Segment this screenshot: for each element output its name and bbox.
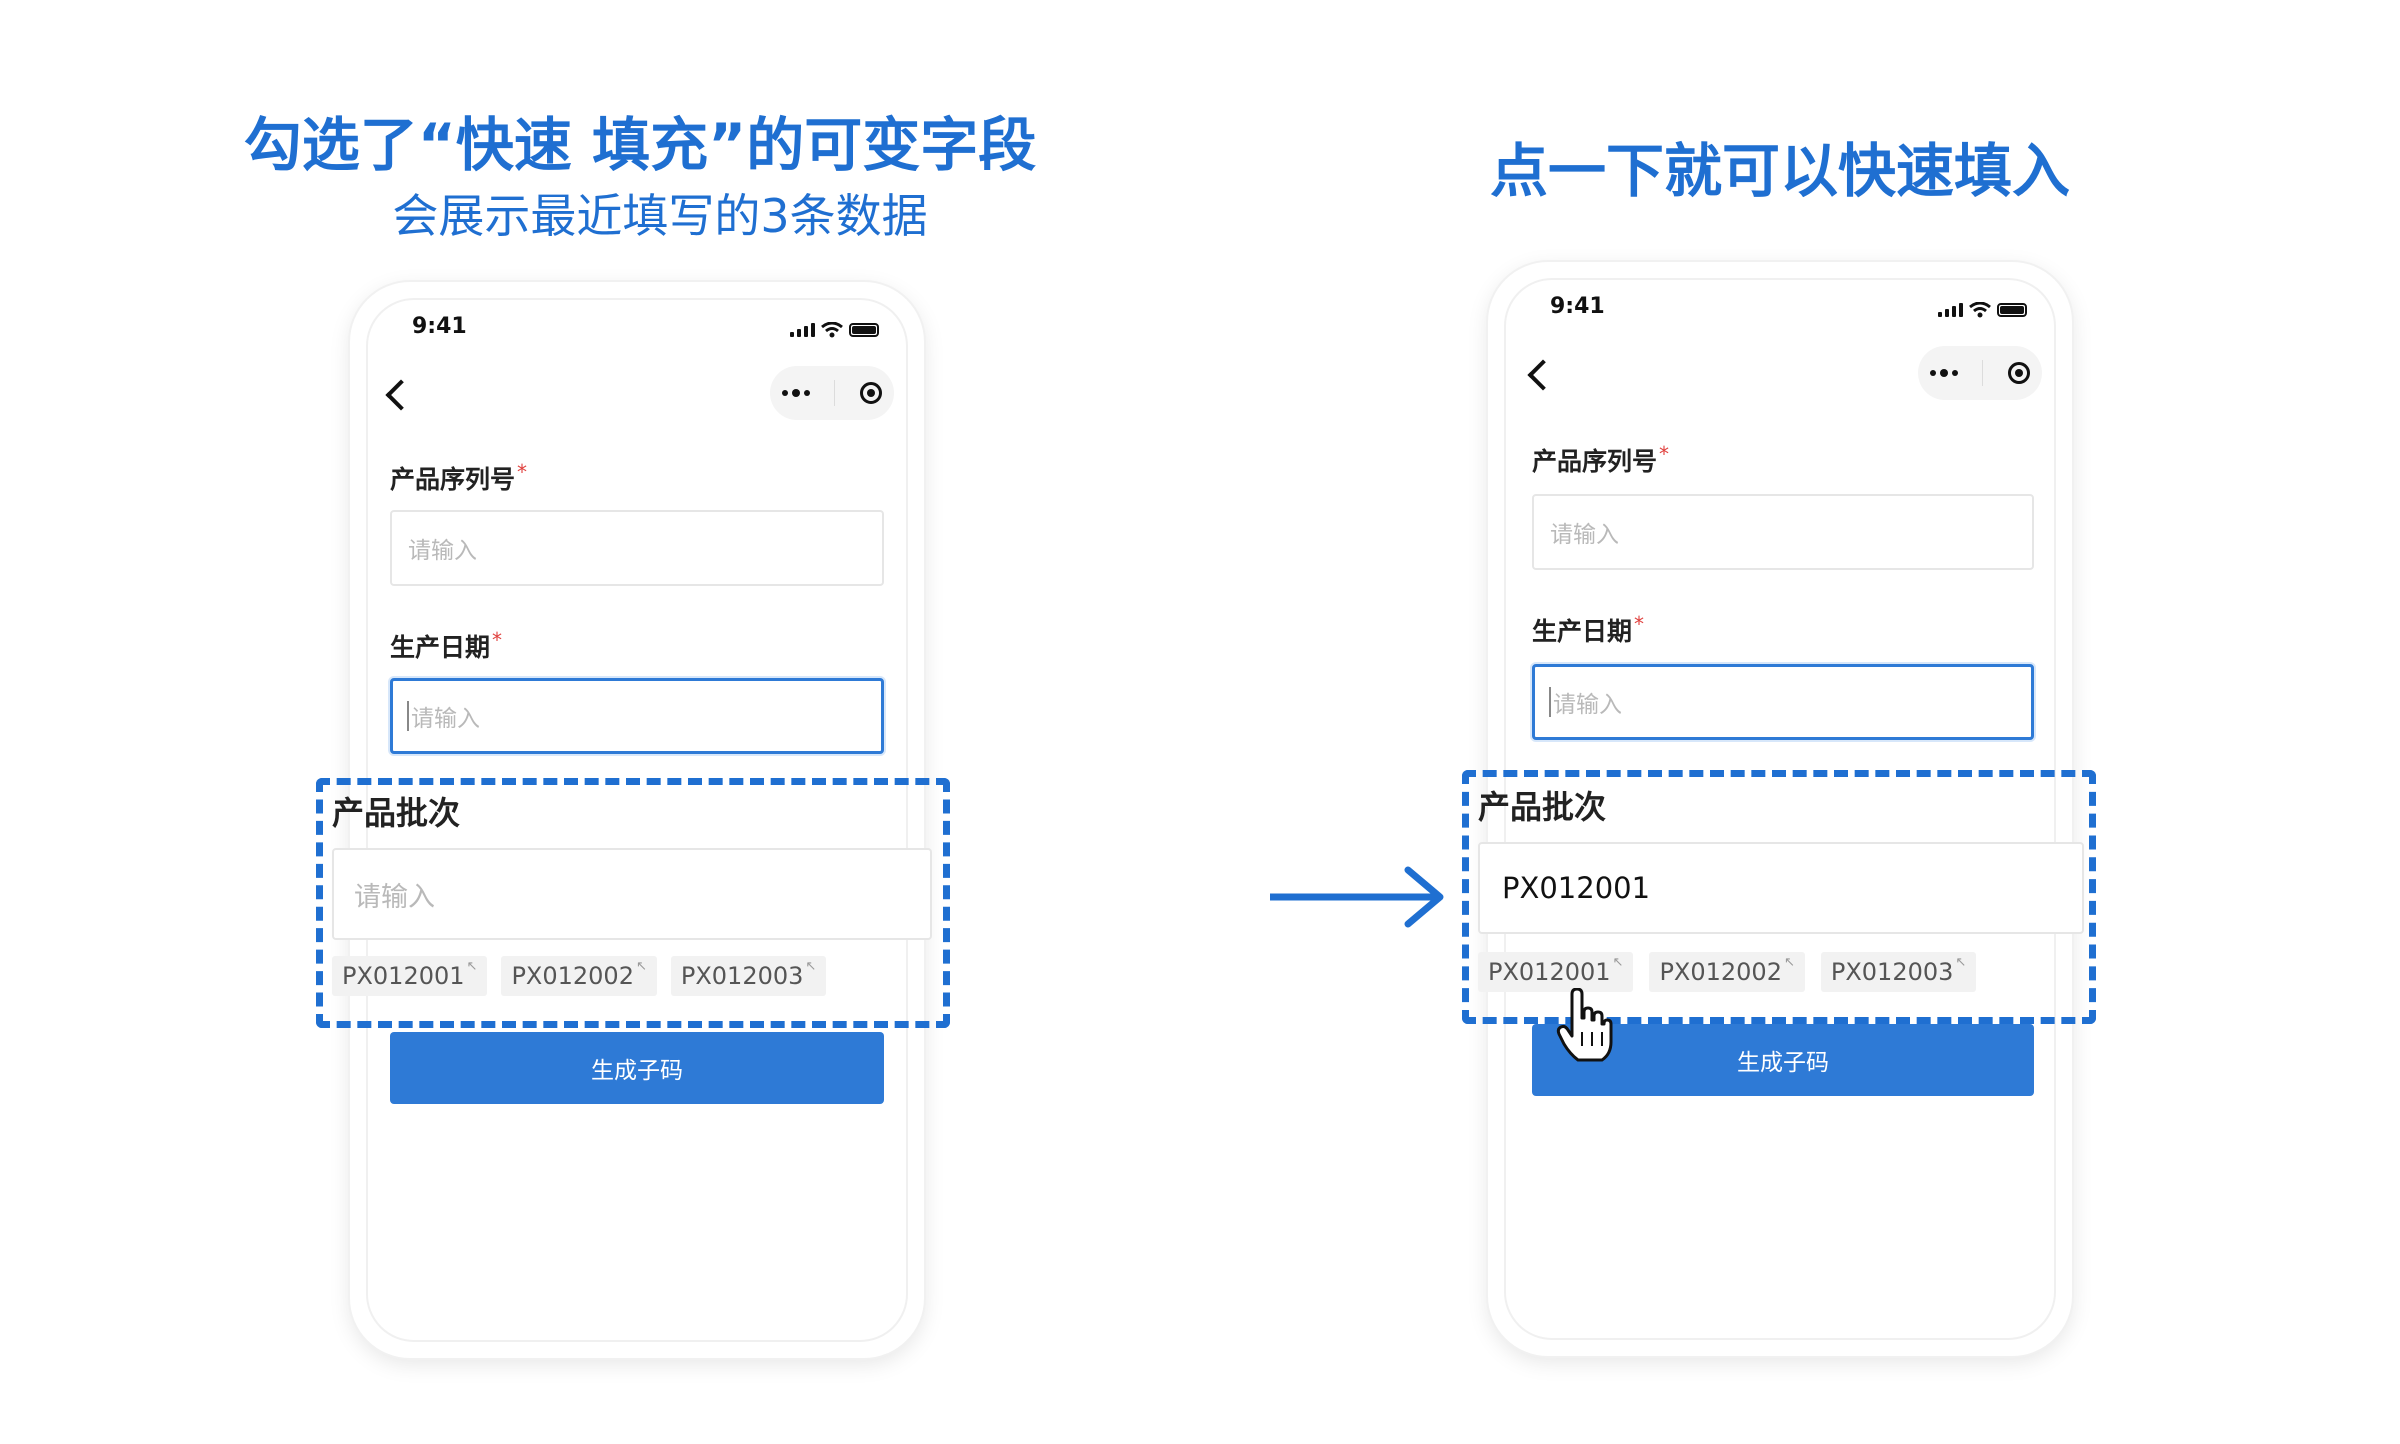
status-time: 9:41 xyxy=(412,314,467,339)
date-label: 生产日期* xyxy=(390,628,502,664)
quick-fill-highlight-right xyxy=(1462,770,2096,1024)
generate-subcode-button[interactable]: 生成子码 xyxy=(390,1032,884,1104)
suggestion-chip[interactable]: PX012002↖ xyxy=(501,956,657,996)
generate-subcode-button[interactable]: 生成子码 xyxy=(1532,1024,2034,1096)
phone-mockup-left: 9:41 产品序列号* 请输入 生产日期* 请输入 生成子码 xyxy=(350,282,924,1358)
serial-placeholder: 请输入 xyxy=(1550,522,1619,548)
left-heading: 勾选了“快速 填充”的可变字段 xyxy=(243,111,1037,179)
fill-arrow-icon: ↖ xyxy=(1612,954,1624,970)
batch-placeholder: 请输入 xyxy=(354,881,435,913)
fill-arrow-icon: ↖ xyxy=(805,958,817,974)
phone-screen xyxy=(366,298,908,1342)
right-heading: 点一下就可以快速填入 xyxy=(1489,137,2070,205)
wifi-icon xyxy=(821,322,843,338)
status-icons xyxy=(790,322,879,338)
more-dots-icon[interactable] xyxy=(1930,369,1959,377)
status-icons xyxy=(1938,302,2027,318)
more-dots-icon[interactable] xyxy=(782,389,811,397)
date-label-text: 生产日期 xyxy=(1532,617,1633,646)
date-label: 生产日期* xyxy=(1532,612,1644,648)
quick-fill-highlight-left xyxy=(316,778,950,1028)
battery-icon xyxy=(1997,303,2027,317)
fill-arrow-icon: ↖ xyxy=(635,958,647,974)
left-subheading: 会展示最近填写的3条数据 xyxy=(392,189,928,243)
phone-mockup-right: 9:41 产品序列号* 请输入 生产日期* 请输入 生成子码 xyxy=(1488,262,2072,1356)
suggestion-chip[interactable]: PX012003↖ xyxy=(670,956,827,996)
suggestion-chip[interactable]: PX012002↖ xyxy=(1649,952,1805,992)
signal-icon xyxy=(790,323,815,337)
fill-arrow-icon: ↖ xyxy=(466,958,478,974)
required-mark: * xyxy=(1634,612,1645,636)
mini-program-capsule xyxy=(1918,346,2042,400)
date-placeholder: 请输入 xyxy=(1553,692,1622,718)
serial-label-text: 产品序列号 xyxy=(1532,447,1658,476)
batch-value: PX012001 xyxy=(1502,871,1651,905)
required-mark: * xyxy=(492,628,503,652)
required-mark: * xyxy=(1659,442,1670,466)
suggestion-chip[interactable]: PX012003↖ xyxy=(1820,952,1977,992)
date-input[interactable]: 请输入 xyxy=(390,678,884,754)
text-caret xyxy=(407,701,409,731)
fill-arrow-icon: ↖ xyxy=(1783,954,1795,970)
battery-icon xyxy=(849,323,879,337)
batch-input[interactable]: 请输入 xyxy=(332,848,932,940)
batch-label: 产品批次 xyxy=(332,794,461,832)
serial-label-text: 产品序列号 xyxy=(390,465,516,494)
suggestion-chips: PX012001↖ PX012002↖ PX012003↖ xyxy=(332,956,827,996)
serial-label: 产品序列号* xyxy=(390,460,527,496)
signal-icon xyxy=(1938,303,1963,317)
close-capsule-icon[interactable] xyxy=(2007,362,2030,384)
serial-input[interactable]: 请输入 xyxy=(390,510,884,586)
wifi-icon xyxy=(1969,302,1991,318)
required-mark: * xyxy=(517,460,528,484)
capsule-divider xyxy=(1982,360,1984,386)
hand-cursor-icon xyxy=(1556,988,1613,1062)
suggestion-chip[interactable]: PX012001↖ xyxy=(332,956,488,996)
phone-screen xyxy=(1504,278,2056,1340)
arrow-right-icon xyxy=(1270,866,1444,928)
status-time: 9:41 xyxy=(1550,294,1605,319)
date-label-text: 生产日期 xyxy=(390,633,491,662)
capsule-divider xyxy=(834,380,836,406)
serial-input[interactable]: 请输入 xyxy=(1532,494,2034,570)
batch-label: 产品批次 xyxy=(1478,788,1607,826)
text-caret xyxy=(1549,687,1551,717)
mini-program-capsule xyxy=(770,366,894,420)
suggestion-chip[interactable]: PX012001↖ xyxy=(1478,952,1634,992)
date-input[interactable]: 请输入 xyxy=(1532,664,2034,740)
suggestion-chips: PX012001↖ PX012002↖ PX012003↖ xyxy=(1478,952,1977,992)
close-capsule-icon[interactable] xyxy=(859,382,882,404)
date-placeholder: 请输入 xyxy=(411,706,480,732)
batch-input[interactable]: PX012001 xyxy=(1478,842,2084,934)
fill-arrow-icon: ↖ xyxy=(1955,954,1967,970)
serial-label: 产品序列号* xyxy=(1532,442,1669,478)
serial-placeholder: 请输入 xyxy=(408,538,477,564)
